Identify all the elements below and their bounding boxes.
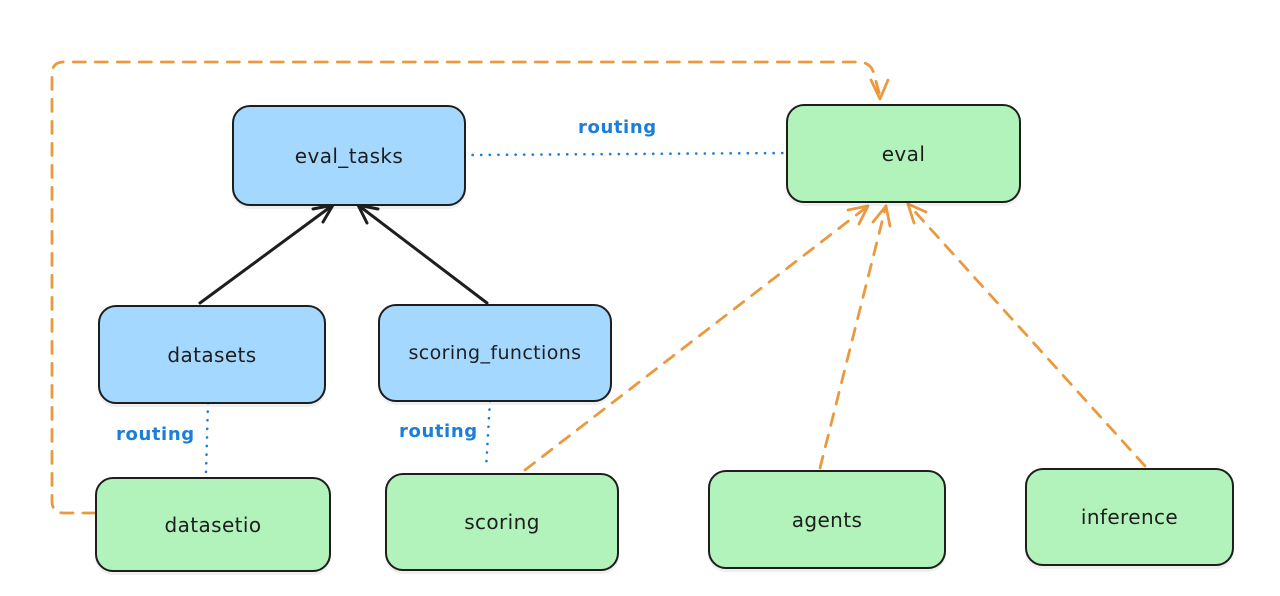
node-agents-label: agents <box>791 507 863 532</box>
node-scoring-functions-label: scoring_functions <box>408 342 582 364</box>
edge-agents-to-eval <box>818 204 888 470</box>
arrowhead-datasetio-to-eval <box>869 78 890 101</box>
edge-scoring-functions-to-scoring-routing <box>484 399 492 471</box>
edge-datasets-to-eval-tasks <box>198 203 335 305</box>
node-datasets: datasets <box>98 305 326 404</box>
edge-inference-to-eval <box>906 202 1147 468</box>
edge-datasets-to-datasetio-routing <box>204 401 210 474</box>
node-eval-tasks: eval_tasks <box>232 105 466 206</box>
routing-label-scoring-functions-scoring: routing <box>399 421 478 442</box>
arrowhead-scoring-to-eval <box>846 204 870 226</box>
node-datasets-label: datasets <box>167 342 257 367</box>
node-eval: eval <box>786 104 1021 203</box>
node-datasetio-label: datasetio <box>164 512 262 537</box>
node-eval-label: eval <box>881 141 926 166</box>
node-scoring-label: scoring <box>464 510 540 534</box>
node-eval-tasks-label: eval_tasks <box>294 143 404 168</box>
node-agents: agents <box>708 470 946 569</box>
edge-scoring-functions-to-eval-tasks <box>356 203 489 305</box>
edge-datasetio-to-eval-loop <box>50 60 882 515</box>
edge-eval-tasks-to-eval-routing <box>462 151 785 157</box>
node-scoring: scoring <box>385 473 619 571</box>
arrowhead-agents-to-eval <box>871 204 892 228</box>
node-inference-label: inference <box>1080 505 1179 529</box>
node-scoring-functions: scoring_functions <box>378 304 612 402</box>
edge-scoring-to-eval <box>523 204 870 472</box>
node-inference: inference <box>1025 468 1234 566</box>
routing-label-datasets-datasetio: routing <box>116 424 195 445</box>
routing-label-eval-tasks-eval: routing <box>578 117 657 138</box>
arrowhead-inference-to-eval <box>906 202 928 225</box>
node-datasetio: datasetio <box>95 477 331 572</box>
